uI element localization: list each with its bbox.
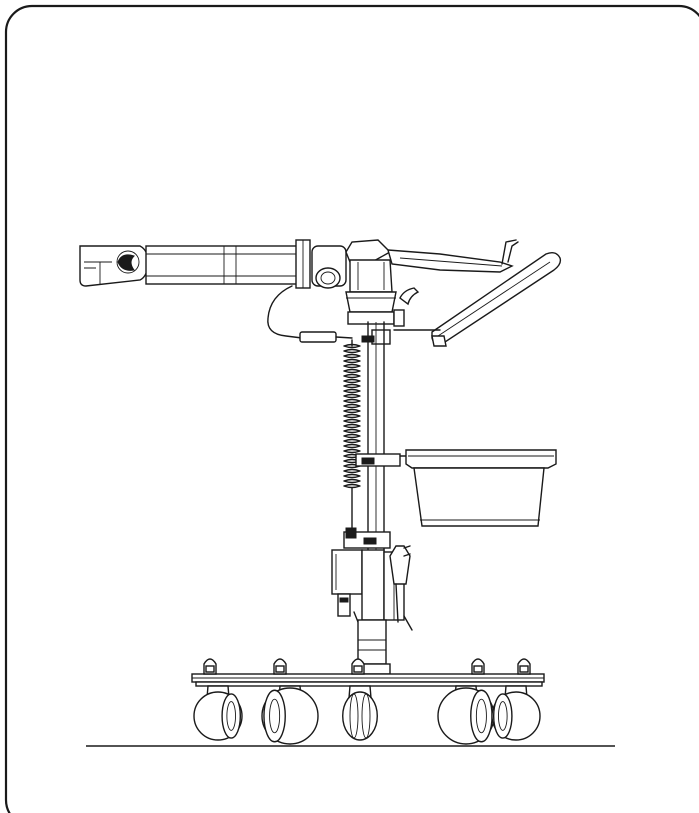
coil-loop [343, 478, 361, 484]
caster-post [470, 658, 486, 675]
coil-loop [343, 448, 361, 454]
coil-loop [343, 353, 361, 359]
figure-frame [4, 4, 699, 813]
coil-loop [343, 388, 361, 394]
pole-collar [353, 619, 391, 675]
basket [405, 449, 557, 527]
coil-loop [343, 358, 361, 364]
caster-wheel [261, 685, 319, 745]
power-module [331, 527, 413, 633]
caster-wheel [193, 685, 243, 741]
coil-loop [343, 433, 361, 439]
coil-loop [343, 368, 361, 374]
coil-loop [343, 378, 361, 384]
caster-post [516, 658, 532, 675]
basket-bracket [355, 453, 411, 467]
caster-post [202, 658, 218, 675]
coiled-cable [343, 339, 361, 531]
coil-loop [343, 373, 361, 379]
coil-loop [343, 383, 361, 389]
coil-loop [343, 473, 361, 479]
monitor-arm [79, 239, 311, 289]
coil-loop [343, 423, 361, 429]
coil-loop [343, 363, 361, 369]
upper-clamp [347, 309, 405, 345]
caster-wheel [491, 685, 541, 741]
coil-loop [343, 418, 361, 424]
coil-loop [343, 408, 361, 414]
caster-wheel [342, 685, 378, 741]
coil-loop [343, 483, 361, 489]
caster-post [350, 658, 366, 675]
coil-loop [343, 398, 361, 404]
coil-loop [343, 438, 361, 444]
coil-loop [343, 468, 361, 474]
cable-connector [299, 331, 337, 343]
coil-loop [343, 428, 361, 434]
coil-loop [343, 443, 361, 449]
coil-loop [343, 348, 361, 354]
arm-cable [267, 285, 303, 339]
coil-loop [343, 393, 361, 399]
caster-wheel [437, 685, 495, 745]
casters [193, 658, 541, 745]
keyboard-tray [393, 251, 562, 347]
coil-loop [343, 403, 361, 409]
coil-loop [343, 413, 361, 419]
caster-post [272, 658, 288, 675]
base-plate [191, 673, 545, 687]
pivot-head [311, 239, 519, 313]
coil-loop [343, 343, 361, 349]
